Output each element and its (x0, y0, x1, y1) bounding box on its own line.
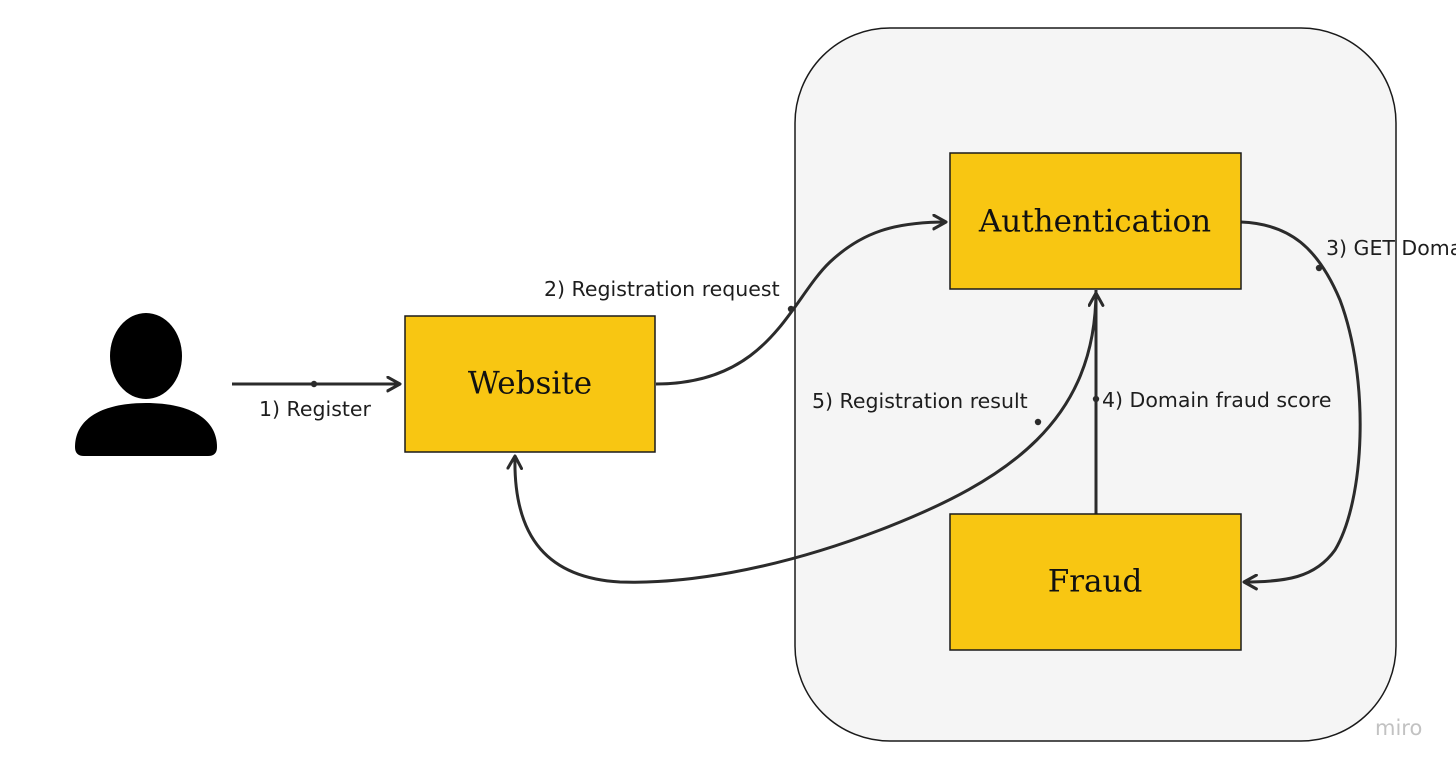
miro-watermark: miro (1375, 716, 1422, 740)
edge-registration-request[interactable] (655, 222, 946, 386)
edge-domain-fraud-score-midpoint (1092, 395, 1100, 403)
edge-domain-fraud-score-label: 4) Domain fraud score (1102, 388, 1331, 412)
edge-registration-result-label: 5) Registration result (812, 389, 1028, 413)
edge-registration-request-midpoint (787, 305, 795, 313)
edge-registration-result[interactable] (515, 289, 1098, 584)
edge-get-domain[interactable] (1240, 220, 1362, 582)
edge-get-domain-label: 3) GET Doma (1326, 236, 1456, 260)
website-node[interactable]: Website (404, 315, 656, 453)
person-icon (75, 313, 217, 456)
edge-register-label: 1) Register (259, 397, 372, 421)
authentication-node-label: Authentication (978, 204, 1211, 240)
edge-registration-request-label: 2) Registration request (544, 277, 780, 301)
fraud-node-label: Fraud (1048, 564, 1143, 600)
authentication-node[interactable]: Authentication (949, 152, 1242, 290)
edge-get-domain-midpoint (1315, 264, 1323, 272)
fraud-node[interactable]: Fraud (949, 513, 1242, 651)
website-node-label: Website (468, 366, 592, 402)
edge-registration-result-midpoint (1034, 418, 1042, 426)
edge-register-midpoint (310, 380, 318, 388)
